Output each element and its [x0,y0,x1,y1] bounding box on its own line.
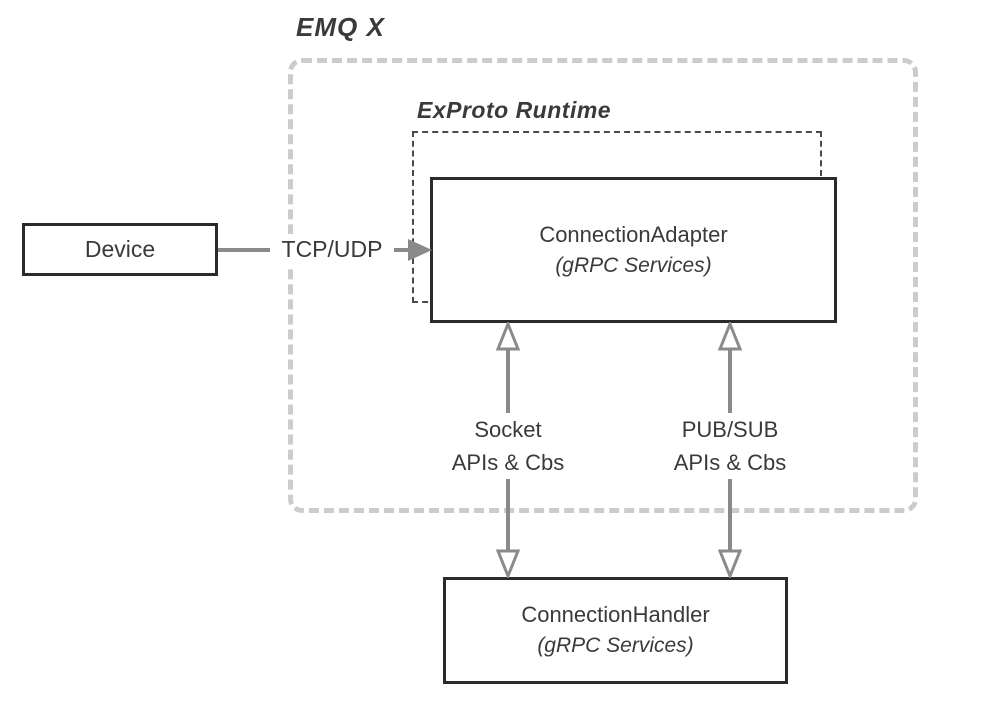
socket-edge-label-line2: APIs & Cbs [451,450,565,475]
connection-adapter-title: ConnectionAdapter [539,221,728,247]
emqx-dashed-container [288,58,918,513]
device-node: Device [22,223,218,276]
pubsub-edge-label: PUB/SUB APIs & Cbs [660,413,800,479]
connection-handler-subtitle: (gRPC Services) [537,634,694,658]
connection-adapter-node: ConnectionAdapter (gRPC Services) [430,177,837,323]
tcp-udp-edge-label: TCP/UDP [270,234,394,265]
pubsub-edge-label-line2: APIs & Cbs [673,450,787,475]
runtime-container-label: ExProto Runtime [417,97,612,123]
socket-edge-label: Socket APIs & Cbs [438,413,578,479]
outer-container-label: EMQ X [296,12,385,42]
connection-adapter-subtitle: (gRPC Services) [555,253,712,277]
tcp-udp-arrowhead-icon [408,239,432,261]
pubsub-edge-label-line1: PUB/SUB [681,417,779,442]
connection-handler-title: ConnectionHandler [521,602,710,628]
connection-handler-node: ConnectionHandler (gRPC Services) [443,577,788,684]
socket-edge-label-line1: Socket [474,417,542,442]
device-title: Device [84,236,156,263]
